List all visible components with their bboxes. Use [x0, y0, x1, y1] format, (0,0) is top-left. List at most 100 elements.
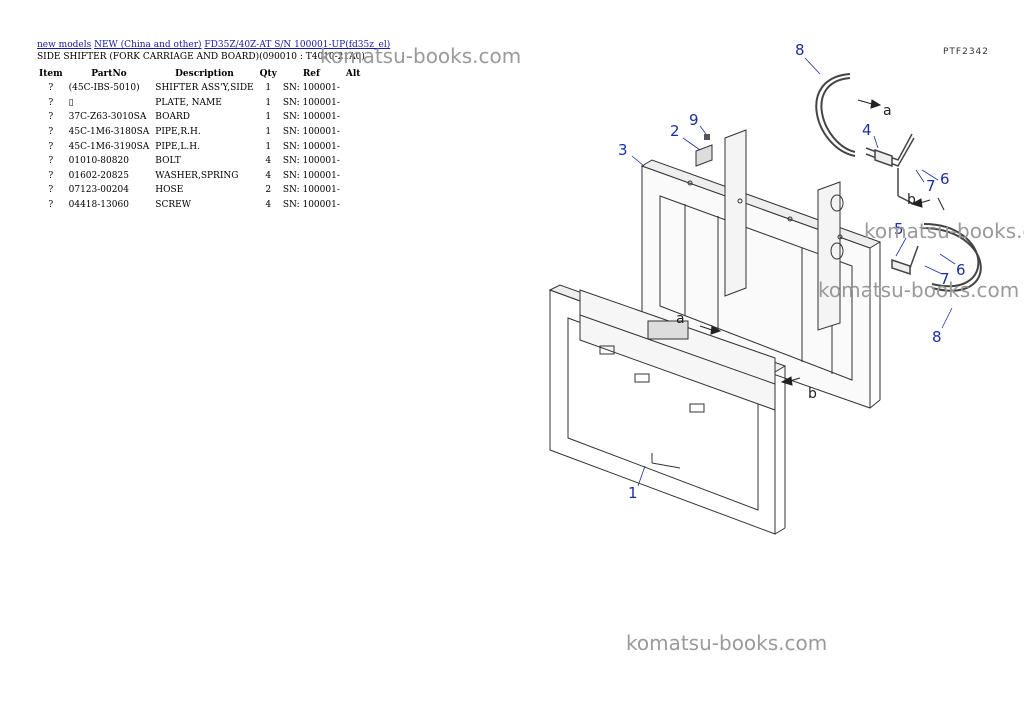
cell-ref: SN: 100001-	[282, 112, 340, 123]
page-title: SIDE SHIFTER (FORK CARRIAGE AND BOARD)(0…	[37, 52, 365, 62]
cell-item: ?	[48, 83, 54, 94]
name-plate-drawing	[695, 144, 713, 167]
hose-drawing	[815, 73, 982, 292]
cell-ref: SN: 100001-	[282, 141, 340, 152]
table-row: ? 45C-1M6-3190SA PIPE,L.H. 1 SN: 100001-	[36, 139, 363, 154]
callout-3: 3	[618, 141, 628, 159]
breadcrumb: new models NEW (China and other) FD35Z/4…	[37, 40, 390, 50]
cell-ref: SN: 100001-	[282, 185, 340, 196]
cell-partno: ▯	[68, 97, 74, 108]
table-row: ? 01602-20825 WASHER,SPRING 4 SN: 100001…	[36, 169, 363, 184]
callout-1: 1	[628, 484, 638, 502]
cell-alt	[343, 139, 364, 154]
callout-8: 8	[932, 328, 942, 346]
screw-drawing	[704, 134, 710, 140]
cell-alt	[343, 154, 364, 169]
cell-item: ?	[48, 141, 54, 152]
cell-description: HOSE	[155, 185, 184, 196]
callout-9: 9	[689, 111, 699, 129]
cell-item: ?	[48, 97, 54, 108]
cell-item: ?	[48, 170, 54, 181]
cell-alt	[343, 125, 364, 140]
table-row: ? (45C-IBS-5010) SHIFTER ASS'Y,SIDE 1 SN…	[36, 81, 363, 96]
cell-qty: 4	[265, 156, 272, 167]
pipe-drawing	[865, 133, 919, 276]
letter-a-label: a	[676, 311, 685, 327]
watermark: komatsu-books.com	[818, 278, 1020, 302]
cell-qty: 2	[265, 185, 272, 196]
breadcrumb-link-model[interactable]: FD35Z/40Z-AT S/N 100001-UP(fd35z_el)	[204, 40, 391, 50]
cell-description: SHIFTER ASS'Y,SIDE	[155, 83, 254, 94]
leader-lines	[631, 57, 956, 487]
watermark: komatsu-books.com	[626, 631, 828, 655]
cell-item: ?	[48, 112, 54, 123]
cell-alt	[343, 110, 364, 125]
cell-item: ?	[48, 156, 54, 167]
cell-ref: SN: 100001-	[282, 83, 340, 94]
cell-description: BOLT	[155, 156, 181, 167]
cell-alt	[343, 169, 364, 184]
diagram-ref-code: PTF2342	[943, 47, 989, 57]
table-row: ? 37C-Z63-3010SA BOARD 1 SN: 100001-	[36, 110, 363, 125]
watermark: komatsu-books.com	[864, 219, 1024, 243]
breadcrumb-link-new-models[interactable]: new models	[37, 40, 92, 50]
cell-alt	[343, 183, 364, 198]
parts-table: Item PartNo Description Qty Ref Alt ? (4…	[36, 66, 363, 212]
cell-alt	[343, 198, 364, 213]
cell-partno: 01602-20825	[68, 170, 129, 181]
cell-item: ?	[48, 185, 54, 196]
table-row: ? 04418-13060 SCREW 4 SN: 100001-	[36, 198, 363, 213]
letter-a-label: a	[883, 103, 892, 119]
col-header-qty: Qty	[259, 68, 277, 79]
cell-qty: 1	[265, 141, 272, 152]
letter-b-label: b	[808, 386, 817, 402]
callout-4: 4	[862, 121, 872, 139]
cell-ref: SN: 100001-	[282, 200, 340, 211]
cell-description: WASHER,SPRING	[155, 170, 239, 181]
cell-item: ?	[48, 127, 54, 138]
callout-7: 7	[926, 177, 936, 195]
col-header-description: Description	[175, 68, 234, 79]
table-row: ? 01010-80820 BOLT 4 SN: 100001-	[36, 154, 363, 169]
callout-8: 8	[795, 41, 805, 59]
callout-2: 2	[670, 122, 680, 140]
cell-ref: SN: 100001-	[282, 97, 340, 108]
cell-qty: 1	[265, 127, 272, 138]
cell-qty: 1	[265, 112, 272, 123]
letter-b-label: b	[907, 192, 916, 208]
callout-7: 7	[940, 270, 950, 288]
table-row: ? ▯ PLATE, NAME 1 SN: 100001-	[36, 96, 363, 111]
cell-description: PIPE,R.H.	[155, 127, 201, 138]
cell-qty: 1	[265, 83, 272, 94]
cell-partno: 45C-1M6-3190SA	[68, 141, 150, 152]
cell-qty: 1	[265, 97, 272, 108]
table-header-row: Item PartNo Description Qty Ref Alt	[36, 66, 363, 81]
callout-6: 6	[940, 170, 950, 188]
cell-partno: 01010-80820	[68, 156, 129, 167]
cell-description: SCREW	[155, 200, 191, 211]
fork-carriage-drawing	[548, 284, 787, 535]
cell-partno: 07123-00204	[68, 185, 129, 196]
parts-diagram: PTF2342	[548, 41, 989, 535]
cell-item: ?	[48, 200, 54, 211]
watermark: komatsu-books.com	[320, 44, 522, 68]
cell-description: PIPE,L.H.	[155, 141, 200, 152]
cell-partno: 04418-13060	[68, 200, 129, 211]
table-row: ? 07123-00204 HOSE 2 SN: 100001-	[36, 183, 363, 198]
cell-description: PLATE, NAME	[155, 97, 222, 108]
cell-alt	[343, 96, 364, 111]
col-header-ref: Ref	[302, 68, 320, 79]
breadcrumb-link-china[interactable]: NEW (China and other)	[94, 40, 202, 50]
cell-ref: SN: 100001-	[282, 156, 340, 167]
cell-alt	[343, 81, 364, 96]
col-header-partno: PartNo	[91, 68, 127, 79]
callout-5: 5	[894, 220, 904, 238]
cell-partno: (45C-IBS-5010)	[68, 83, 140, 94]
cell-ref: SN: 100001-	[282, 127, 340, 138]
table-row: ? 45C-1M6-3180SA PIPE,R.H. 1 SN: 100001-	[36, 125, 363, 140]
col-header-item: Item	[39, 68, 63, 79]
cell-qty: 4	[265, 200, 272, 211]
cell-ref: SN: 100001-	[282, 170, 340, 181]
arrow-drawing	[699, 99, 945, 386]
callout-6: 6	[956, 261, 966, 279]
